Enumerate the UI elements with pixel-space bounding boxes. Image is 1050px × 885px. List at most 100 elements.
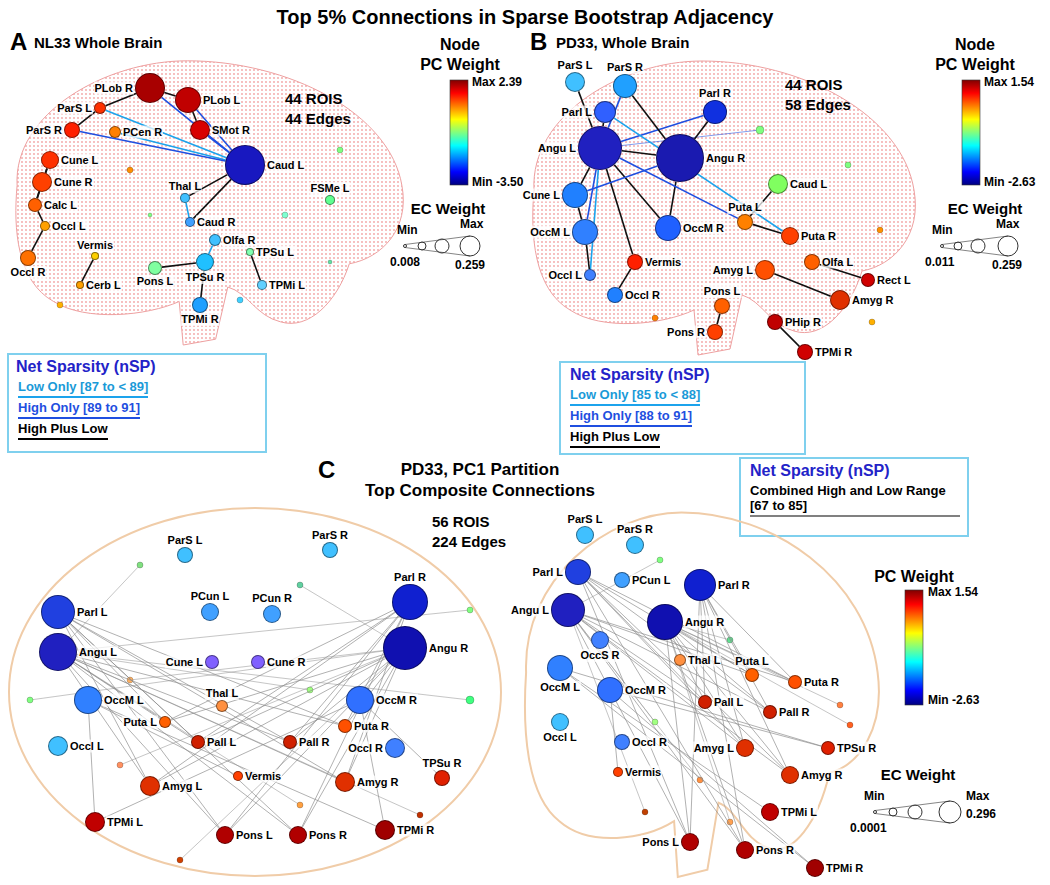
- panel-title: PD33, Whole Brain: [556, 34, 689, 51]
- brain-outline: [9, 508, 501, 876]
- region-node: ParS L: [565, 72, 585, 92]
- legend-label: High Plus Low: [18, 422, 108, 437]
- legend-label: Low Only [85 to < 88]: [570, 388, 700, 403]
- region-node: Angu L: [578, 126, 622, 170]
- region-node: Amyg R: [335, 772, 355, 792]
- region-label: Occl R: [624, 289, 661, 302]
- region-label: Caud L: [789, 178, 828, 191]
- region-label: Amyg R: [851, 294, 895, 307]
- connection-line: [576, 625, 686, 834]
- region-label: FSMe L: [309, 182, 350, 195]
- region-label: Cerb L: [85, 279, 122, 292]
- region-node: Occl R: [385, 738, 405, 758]
- unlabeled-region: [27, 697, 33, 703]
- region-label: OccM R: [624, 684, 667, 697]
- region-node: Vermis: [91, 252, 99, 260]
- panel-title: PD33, PC1 Partition: [401, 460, 560, 480]
- unlabeled-region: [877, 227, 883, 233]
- region-node: SMot R: [190, 120, 210, 140]
- region-node: TPMi R: [806, 859, 824, 877]
- unlabeled-region: [756, 126, 764, 134]
- region-label: ParS R: [616, 523, 654, 536]
- region-label: Parl R: [698, 87, 732, 100]
- colorbar: [450, 80, 468, 185]
- region-label: PCen R: [122, 126, 163, 139]
- region-label: OccM L: [539, 681, 581, 694]
- unlabeled-region: [657, 557, 663, 563]
- connection-line: [231, 616, 399, 828]
- unlabeled-region: [57, 302, 63, 308]
- region-node: ParS L: [177, 547, 193, 563]
- unlabeled-region: [337, 147, 343, 153]
- colorbar-value: Min -3.50: [472, 176, 523, 190]
- region-node: Caud L: [225, 145, 265, 185]
- region-node: TPSu R: [434, 770, 450, 786]
- connection-line: [585, 583, 741, 842]
- region-label: Vermis: [644, 256, 682, 269]
- legend-line-sample: [570, 425, 692, 427]
- legend-box: [560, 362, 805, 454]
- panel-letter: C: [318, 456, 335, 484]
- region-label: OccS R: [579, 649, 620, 662]
- connection-line: [781, 328, 800, 347]
- legend-line-sample: [18, 417, 140, 419]
- connection-line: [38, 211, 43, 221]
- unlabeled-region: [837, 702, 843, 708]
- count-label: 44 ROIS: [785, 76, 843, 93]
- region-node: ParS R: [613, 74, 637, 98]
- region-label: ParS R: [311, 529, 349, 542]
- connection-line: [671, 639, 742, 842]
- region-label: Parl L: [531, 566, 564, 579]
- connection-line: [578, 208, 581, 220]
- region-node: Thal L: [216, 700, 228, 712]
- region-node: Parl L: [41, 595, 75, 629]
- region-node: PCun L: [614, 572, 630, 588]
- region-node: Amyg L: [140, 776, 160, 796]
- connection-line: [583, 584, 687, 834]
- connection-line: [231, 664, 390, 829]
- region-label: Olfa R: [222, 234, 256, 247]
- unlabeled-region: [148, 213, 152, 217]
- region-node: Angu R: [656, 134, 704, 182]
- legend-label: High Only [89 to 91]: [18, 401, 140, 416]
- colorbar-value: Max 2.39: [472, 76, 522, 90]
- region-label: Angu R: [705, 152, 746, 165]
- region-node: Pons R: [707, 324, 723, 340]
- region-node: Parl L: [565, 559, 591, 585]
- region-label: PLob L: [202, 94, 241, 107]
- size-legend-value: Max: [966, 790, 989, 804]
- region-node: Angu R: [647, 604, 683, 640]
- region-node: PCen R: [109, 126, 121, 138]
- region-label: Angu L: [537, 142, 577, 155]
- region-node: Thal L: [674, 654, 686, 666]
- region-node: Amyg L: [736, 739, 754, 757]
- region-label: PCun R: [251, 592, 293, 605]
- region-node: Cune L: [562, 182, 588, 208]
- region-label: Vermis: [244, 770, 282, 783]
- unlabeled-region: [652, 719, 658, 725]
- size-legend-value: Min: [864, 790, 885, 804]
- region-label: Cune L: [60, 154, 99, 167]
- region-node: Vermis: [627, 254, 643, 270]
- count-label: 44 Edges: [285, 110, 351, 127]
- size-legend-value: Min: [397, 224, 418, 238]
- unlabeled-region: [847, 722, 853, 728]
- region-node: PHip R: [767, 314, 783, 330]
- legend-box: [740, 458, 968, 536]
- size-legend-title: EC Weight: [948, 200, 1023, 217]
- region-label: Pons L: [235, 829, 274, 842]
- panel-letter: A: [10, 28, 27, 56]
- legend-label: High Only [88 to 91]: [570, 409, 692, 424]
- region-label: Vermis: [76, 239, 114, 252]
- region-label: ParS L: [167, 534, 204, 547]
- colorbar-value: Min -2.63: [984, 176, 1035, 190]
- connection-line: [774, 274, 830, 297]
- minor-connection: [58, 652, 300, 805]
- region-node: PLob L: [175, 87, 201, 113]
- region-label: ParS R: [25, 124, 63, 137]
- region-label: Cune L: [165, 656, 204, 669]
- region-label: TPMi L: [268, 279, 306, 292]
- region-label: PLob R: [94, 82, 135, 95]
- brain-outline: [16, 61, 403, 345]
- connection-line: [164, 93, 175, 97]
